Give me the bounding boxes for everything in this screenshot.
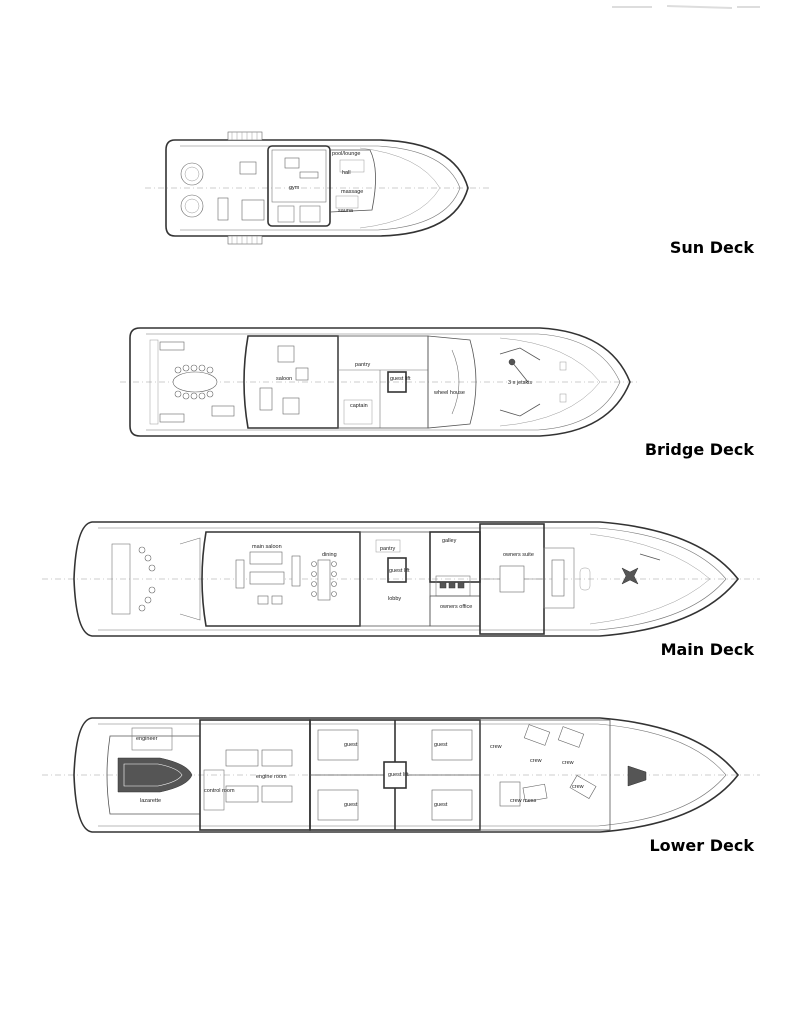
sun-gym-label: gym bbox=[289, 185, 300, 191]
lower-lazarette-label: lazarette bbox=[140, 798, 161, 804]
sun-deck-plan: gym hall massage sauna pool/lounge bbox=[145, 131, 492, 245]
sun-sauna-label: sauna bbox=[338, 208, 354, 214]
lower-control-room-label: control room bbox=[204, 788, 235, 794]
main-deck-title: Main Deck bbox=[660, 640, 754, 659]
sun-deck-title: Sun Deck bbox=[669, 238, 754, 257]
lower-crew-label-2: crew bbox=[530, 758, 542, 764]
lower-deck: engineer engine room control room lazare… bbox=[0, 706, 800, 866]
sun-deck: gym hall massage sauna pool/lounge Sun D… bbox=[0, 0, 800, 280]
main-galley-label: galley bbox=[442, 538, 457, 544]
lower-guest-label-1: guest bbox=[344, 742, 358, 748]
lower-guest-label-2: guest bbox=[434, 742, 448, 748]
main-dining-label: dining bbox=[322, 552, 337, 558]
bridge-jetskis-label: 3 x jetskis bbox=[508, 380, 532, 386]
main-lobby-label: lobby bbox=[388, 596, 401, 602]
main-owners-suite-label: owners suite bbox=[503, 552, 534, 558]
lower-deck-title: Lower Deck bbox=[649, 836, 754, 855]
lower-guest-label-4: guest bbox=[434, 802, 448, 808]
bridge-pantry-label: pantry bbox=[355, 362, 371, 368]
main-lift-label: guest lift bbox=[389, 568, 410, 574]
lower-engine-room-label: engine room bbox=[256, 774, 287, 780]
lower-deck-plan: engineer engine room control room lazare… bbox=[42, 717, 760, 833]
bridge-lift-label: guest lift bbox=[390, 376, 411, 382]
bridge-deck: pantry saloon guest lift captain wheel h… bbox=[0, 310, 800, 470]
lower-crew-label-3: crew bbox=[562, 760, 574, 766]
bridge-wheelhouse-label: wheel house bbox=[433, 390, 465, 396]
main-owners-office-label: owners office bbox=[440, 604, 472, 610]
sun-massage-label: massage bbox=[341, 189, 363, 195]
lower-crew-label-1: crew bbox=[490, 744, 502, 750]
lower-engineer-label: engineer bbox=[136, 736, 158, 742]
main-deck-plan: pantry galley main saloon dining guest l… bbox=[42, 521, 760, 637]
main-deck: pantry galley main saloon dining guest l… bbox=[0, 510, 800, 670]
sun-lounge-label: pool/lounge bbox=[332, 151, 360, 157]
lower-lift-label: guest lift bbox=[388, 772, 409, 778]
bridge-deck-title: Bridge Deck bbox=[644, 440, 754, 459]
main-saloon-label: main saloon bbox=[252, 544, 282, 550]
bridge-saloon-label: saloon bbox=[276, 376, 292, 382]
top-edge-fragment bbox=[612, 0, 762, 9]
bridge-deck-plan: pantry saloon guest lift captain wheel h… bbox=[120, 327, 640, 437]
lower-crew-mess-label: crew mess bbox=[510, 798, 537, 804]
lower-crew-label-4: crew bbox=[572, 784, 584, 790]
sun-hall-label: hall bbox=[342, 170, 351, 176]
main-pantry-label: pantry bbox=[380, 546, 396, 552]
lower-guest-label-3: guest bbox=[344, 802, 358, 808]
bridge-captain-label: captain bbox=[350, 403, 368, 409]
